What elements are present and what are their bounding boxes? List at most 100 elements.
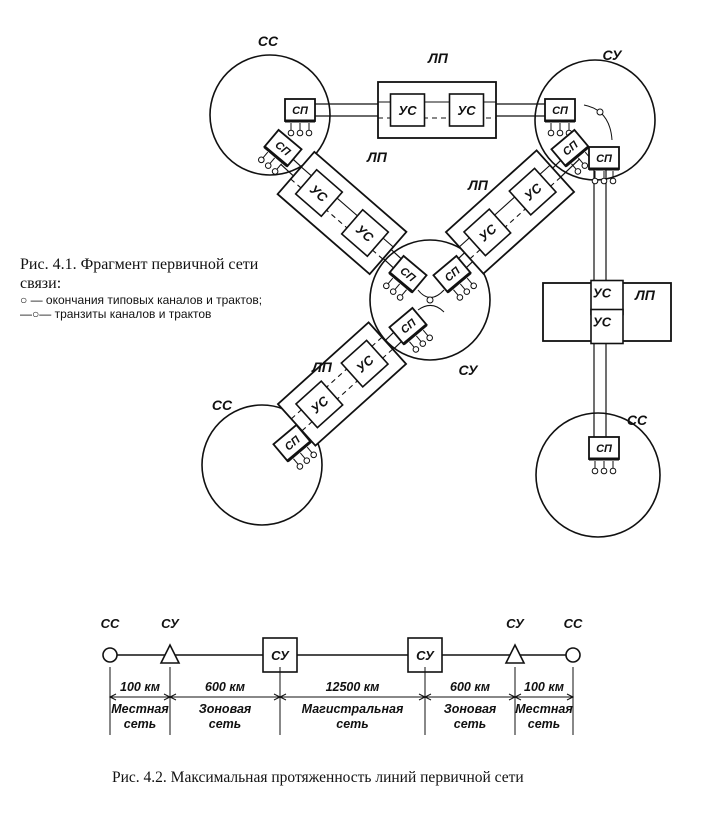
sp-center-a-lead-2 xyxy=(394,283,401,290)
sp-center-b-terminal-2 xyxy=(463,288,471,295)
lp-right-vert-ys-2-label: УС xyxy=(593,315,612,330)
segment-distance-2: 12500 км xyxy=(326,680,380,694)
lp-left-ys-2 xyxy=(340,208,390,258)
dim-arrow-l-1 xyxy=(168,693,177,701)
sp-cy-top-right-b-base xyxy=(564,145,590,168)
lp-left-label: ЛП xyxy=(366,149,388,165)
station-cy-center-label: СУ xyxy=(458,362,479,378)
sp-center-b-base xyxy=(446,271,472,294)
station-cc-bottom-left-label: СС xyxy=(212,397,233,413)
sp-center-a: СП xyxy=(383,254,428,301)
station-cc-top-left-label: СС xyxy=(258,33,279,49)
sp-center-c-terminal-2 xyxy=(419,340,427,347)
sp-center-a-lead-1 xyxy=(387,277,394,284)
sp-cy-top-right-a-label: СП xyxy=(552,105,569,117)
segment-type-2-line1: Магистральная xyxy=(302,702,404,716)
sp-cc-bottom-left: СП xyxy=(272,423,317,470)
segment-type-3-line1: Зоновая xyxy=(444,702,497,716)
lp-lower-ys-2 xyxy=(340,339,390,388)
sp-cc-bottom-right-terminal-2 xyxy=(600,467,608,475)
sp-cc-top-left-b-terminal-2 xyxy=(264,162,272,169)
segment-distance-1: 600 км xyxy=(205,680,245,694)
segment-type-1-line1: Зоновая xyxy=(199,702,252,716)
sp-center-a-lead-3 xyxy=(401,289,407,296)
sp-cc-bottom-left-terminal-1 xyxy=(296,463,304,470)
sp-cc-bottom-left-lead-3 xyxy=(306,446,313,453)
lp-right-vert-ys-2 xyxy=(590,308,624,345)
station-cc-bottom-left xyxy=(201,404,323,526)
transit-point-center xyxy=(426,296,434,304)
sp-cy-top-right-a-terminal-1 xyxy=(547,129,555,137)
sp-cc-top-left-b-lead-3 xyxy=(276,163,282,170)
sp-cc-bottom-right-terminal-1 xyxy=(591,467,599,475)
dim-arrow-l-4 xyxy=(513,693,522,701)
station-cy-top-right-label: СУ xyxy=(602,47,623,63)
transit-arc-top-right xyxy=(583,104,613,141)
node-label-1: СУ xyxy=(161,616,180,631)
sp-cc-bottom-left-base xyxy=(286,440,312,463)
lp-top-ys-2 xyxy=(448,93,485,127)
segment-type-4-line2: сеть xyxy=(528,717,560,731)
sp-cc-bottom-right-label: СП xyxy=(596,443,613,455)
node-label-0: СС xyxy=(101,616,120,631)
sp-cc-top-left-a: СП xyxy=(284,98,316,137)
node-cy-main-2-label: СУ xyxy=(271,648,290,663)
lp-lower-ys-1 xyxy=(294,380,344,429)
sp-cy-top-right-a: СП xyxy=(544,98,576,137)
node-cc-left xyxy=(102,647,118,663)
sp-cc-top-left-a-terminal-3 xyxy=(305,129,313,137)
dim-arrow-l-3 xyxy=(423,693,432,701)
sp-cc-bottom-left-lead-2 xyxy=(299,452,306,459)
sp-cc-top-left-b-base xyxy=(263,145,289,168)
station-cc-bottom-right xyxy=(535,412,661,538)
sp-center-b-terminal-3 xyxy=(470,282,477,290)
node-cy-zonal-4 xyxy=(504,643,526,664)
lp-right-vert-label: ЛП xyxy=(634,287,656,303)
transit-arc-center-2 xyxy=(417,305,445,313)
dim-arrow-r-4 xyxy=(566,693,575,701)
lp-right-vert-ys-1-label: УС xyxy=(593,286,612,301)
figure2-caption: Рис. 4.2. Максимальная протяженность лин… xyxy=(112,769,524,786)
lp-right-ys-2 xyxy=(508,167,558,216)
sp-cy-top-right-c-terminal-1 xyxy=(591,177,599,185)
node-label-5: СС xyxy=(564,616,583,631)
sp-cc-top-left-a-label: СП xyxy=(292,105,309,117)
segment-distance-3: 600 км xyxy=(450,680,490,694)
transit-arc-center-1 xyxy=(417,289,445,298)
sp-center-c-lead-3 xyxy=(422,329,429,336)
station-cc-bottom-right-label: СС xyxy=(627,412,648,428)
lp-left-frame xyxy=(276,150,408,276)
sp-center-b-lead-2 xyxy=(459,283,466,290)
sp-center-a-base xyxy=(388,271,414,294)
lp-top-label: ЛП xyxy=(427,50,449,66)
sp-center-c-lead-2 xyxy=(415,335,422,342)
sp-cc-top-left-b-terminal-1 xyxy=(258,156,265,164)
segment-distance-4: 100 км xyxy=(524,680,564,694)
figure1-caption-title: Рис. 4.1. Фрагмент первичной сети связи: xyxy=(20,256,259,292)
segment-type-3-line2: сеть xyxy=(454,717,486,731)
segment-type-4-line1: Местная xyxy=(515,702,573,716)
figure1-legend-transits: —○— транзиты каналов и трактов xyxy=(20,307,212,321)
sp-cc-bottom-left-lead-1 xyxy=(293,458,299,465)
sp-cy-top-right-c: СП xyxy=(588,146,620,185)
sp-center-b-terminal-1 xyxy=(456,294,464,301)
sp-center-b-lead-1 xyxy=(453,289,459,296)
sp-cy-top-right-b-terminal-1 xyxy=(574,168,582,175)
sp-cc-top-left-b-lead-1 xyxy=(262,151,269,158)
lp-lower-label: ЛП xyxy=(311,359,333,375)
lp-top-ys-1 xyxy=(389,93,426,127)
node-cy-main-3 xyxy=(407,637,443,673)
dim-arrow-l-2 xyxy=(278,693,287,701)
sp-center-b: СП xyxy=(432,254,477,301)
sp-cc-bottom-right: СП xyxy=(588,436,620,475)
dim-arrow-l-0 xyxy=(108,693,117,701)
segment-type-0-line1: Местная xyxy=(111,702,169,716)
station-cy-center xyxy=(369,239,491,361)
lp-right-vert: УС УС xyxy=(542,279,672,345)
sp-cy-top-right-b-terminal-2 xyxy=(581,162,589,169)
